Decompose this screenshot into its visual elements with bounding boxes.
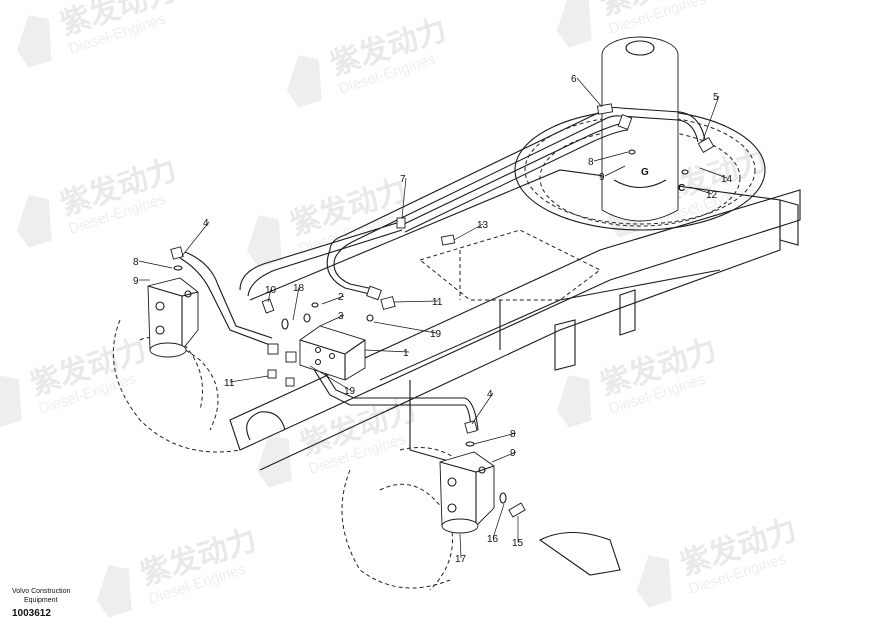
callout-leader-c3 [319,314,345,327]
watermark-logo-icon [96,565,132,618]
callout-label-c16: 16 [487,534,499,545]
callout-label-c4b: 4 [487,389,493,400]
callout-leader-c9c [604,165,626,177]
watermark-logo-icon [16,15,52,68]
callout-label-c10: 10 [265,285,277,296]
callout-label-c2: 2 [338,292,344,303]
callout-label-c19a: 19 [430,329,442,340]
callout-leader-c11a [393,300,439,303]
callout-label-c15: 15 [512,538,524,549]
callout-leader-c9b [491,451,517,463]
callout-label-c8c: 8 [588,157,594,168]
watermark-logo-icon [286,55,322,108]
watermark-logo-icon [556,0,592,48]
travel-motor-right [439,451,495,534]
watermark-logo-icon [0,375,22,428]
callout-label-c11a: 11 [432,297,443,308]
valve-block [299,325,366,381]
callout-leader-c4a [181,221,210,257]
callout-label-c4a: 4 [203,218,209,229]
callout-label-c3: 3 [338,311,344,322]
callout-label-c5: 5 [713,92,719,103]
callout-label-c8b: 8 [510,429,516,440]
callout-leader-c12 [689,186,713,195]
callout-leader-c10 [267,288,272,303]
callout-leader-c2 [321,295,345,305]
callout-leader-c7 [401,177,407,219]
callout-leader-c8a [138,260,173,269]
drawing-number: 1003612 [12,608,51,619]
callout-label-c11b: 11 [224,378,235,389]
fittings [170,103,715,518]
callout-label-c14: 14 [721,174,733,185]
center-swivel-joint [601,36,679,222]
callout-label-c1: 1 [403,348,409,359]
callout-label-c17: 17 [455,554,467,565]
callout-leader-c14 [699,167,728,179]
watermark-logo-icon [256,435,292,488]
chassis-frame [229,169,801,471]
port-label-g: G [641,167,649,178]
callout-leader-c13 [453,223,484,241]
callout-leader-c19a [373,321,437,334]
callout-label-c13: 13 [477,220,489,231]
callout-leader-c6 [576,77,603,108]
callout-leader-c5 [702,95,720,141]
travel-motor-left [147,277,199,358]
watermark-logo-icon [636,555,672,608]
callout-leader-c11b [229,375,269,383]
watermark-logo-icon [246,215,282,268]
callout-label-c6: 6 [571,74,577,85]
watermark-logo-icon [556,375,592,428]
callout-leader-c18 [292,286,300,321]
callout-leader-c17 [459,533,462,559]
callout-leader-c8c [593,151,629,162]
callout-leader-c4b [471,392,494,425]
maker-line-1: Volvo Construction [12,588,70,595]
callout-label-c9c: 9 [599,172,605,183]
callout-label-c7: 7 [400,174,406,185]
callout-label-c18: 18 [293,283,305,294]
maker-line-2: Equipment [24,597,58,604]
callout-label-c12: 12 [706,190,718,201]
callout-leader-c8b [473,432,517,445]
callout-leader-c19b [309,365,351,391]
callout-label-c19b: 19 [344,386,356,397]
callout-label-c9a: 9 [133,276,139,287]
callout-label-c9b: 9 [510,448,516,459]
callout-leader-c1 [364,349,410,353]
port-label-c: C [678,183,685,194]
watermark-logo-icon [16,195,52,248]
callout-leader-c16 [492,503,505,539]
callout-label-c8a: 8 [133,257,139,268]
